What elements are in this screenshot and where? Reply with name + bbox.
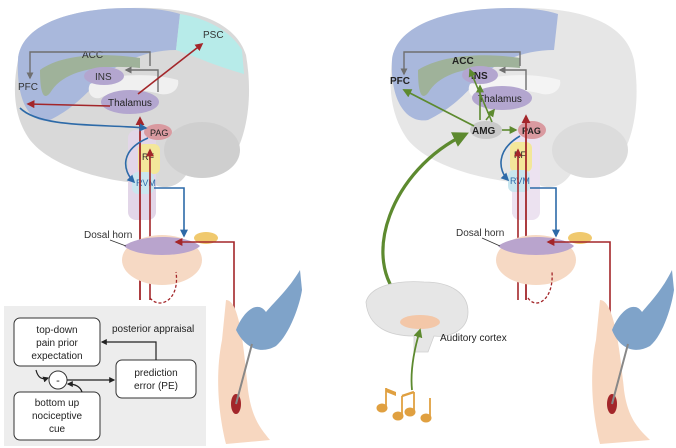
left-label-rf: RF bbox=[142, 152, 154, 162]
bottom-up-node bbox=[13, 391, 101, 441]
left-arrow-to-psc bbox=[137, 43, 204, 95]
left-gloved-hand bbox=[236, 270, 302, 350]
left-label-pag: PAG bbox=[150, 128, 168, 138]
right-arrow-acc-to-pfc bbox=[400, 51, 521, 76]
right-cingulate-band bbox=[418, 55, 520, 96]
left-arrow-pfc-to-pag bbox=[19, 107, 148, 132]
left-dashed-loop bbox=[149, 271, 178, 304]
arrow-prior-to-comparator bbox=[35, 369, 50, 383]
left-arrow-thal-to-ins bbox=[124, 66, 159, 92]
left-arrow-acc-to-pfc bbox=[26, 51, 151, 80]
left-pag-node bbox=[144, 124, 172, 140]
left-label-ins: INS bbox=[95, 72, 112, 83]
posterior-appraisal-label: posterior appraisal bbox=[112, 324, 194, 335]
right-pag-node bbox=[518, 121, 546, 139]
music-notes-icon bbox=[376, 388, 432, 423]
left-arrow-to-pfc bbox=[26, 100, 111, 109]
left-dorsal-horn-leader bbox=[109, 239, 127, 247]
right-dashed-loop bbox=[527, 271, 553, 304]
right-label-pag: PAG bbox=[522, 126, 541, 136]
left-cingulate-band bbox=[40, 55, 140, 96]
right-label-rvm: RVM bbox=[510, 176, 530, 186]
prediction-error-line-1: prediction bbox=[134, 368, 177, 379]
bottom-up-line-2: nociceptive bbox=[32, 411, 82, 422]
left-somatosensory-cortex bbox=[176, 14, 244, 74]
right-label-amg: AMG bbox=[472, 126, 496, 137]
right-label-rf: RF bbox=[514, 150, 526, 160]
left-panel: PSC ACC INS PFC Thalamus PAG RF RVM Dosa… bbox=[14, 7, 302, 444]
right-arrow-thal-to-ins bbox=[498, 66, 527, 90]
right-arrow-amg-to-pfc bbox=[402, 89, 475, 127]
auditory-cortex-region bbox=[400, 315, 440, 329]
left-ins-node bbox=[84, 67, 124, 85]
prediction-error-node bbox=[115, 359, 197, 399]
predictive-model-box: top-down pain prior expectation bottom u… bbox=[4, 306, 206, 446]
right-rvm-region bbox=[508, 170, 530, 192]
right-arrow-amg-to-thal bbox=[485, 108, 495, 121]
prediction-error-line-2: error (PE) bbox=[134, 381, 178, 392]
comparator-symbol: - bbox=[56, 375, 60, 387]
arrow-pe-to-prior bbox=[100, 339, 157, 360]
left-label-psc: PSC bbox=[203, 30, 224, 41]
right-cerebellum bbox=[552, 122, 628, 178]
left-rf-region bbox=[138, 144, 160, 174]
top-down-line-2: pain prior bbox=[36, 338, 78, 349]
right-amg-node bbox=[470, 121, 502, 139]
left-dorsal-root-ganglion bbox=[194, 232, 218, 244]
left-arrow-rvm-to-horn bbox=[154, 187, 188, 238]
right-panel: ACC INS PFC Thalamus AMG PAG RF RVM Dosa… bbox=[365, 7, 674, 444]
right-label-ins: INS bbox=[471, 71, 488, 82]
right-label-auditory-cortex: Auditory cortex bbox=[440, 333, 507, 344]
right-label-acc: ACC bbox=[452, 56, 474, 67]
right-dorsal-root-ganglion bbox=[568, 232, 592, 244]
right-label-pfc: PFC bbox=[390, 76, 410, 87]
left-label-acc: ACC bbox=[82, 50, 103, 61]
top-down-line-3: expectation bbox=[31, 351, 82, 362]
top-down-line-1: top-down bbox=[36, 325, 77, 336]
right-label-dorsal-horn: Dosal horn bbox=[456, 228, 504, 239]
top-down-node bbox=[13, 317, 101, 367]
left-label-rvm: RVM bbox=[136, 178, 156, 188]
left-arrow-pag-to-rvm bbox=[124, 137, 149, 184]
right-dorsal-horn-leader bbox=[481, 237, 501, 247]
right-arrow-auditory-to-amg bbox=[381, 132, 469, 302]
right-arrow-amg-to-acc bbox=[468, 68, 493, 123]
right-gloved-hand bbox=[612, 270, 674, 350]
left-needle bbox=[235, 343, 253, 405]
left-label-thalamus: Thalamus bbox=[108, 98, 152, 109]
right-arrow-pag-to-rvm bbox=[500, 135, 521, 182]
right-thalamus-node bbox=[472, 86, 532, 110]
right-needle bbox=[611, 343, 629, 405]
bottom-up-line-1: bottom up bbox=[35, 398, 80, 409]
left-thalamus-node bbox=[101, 90, 159, 114]
left-label-pfc: PFC bbox=[18, 82, 38, 93]
arrow-cue-to-comparator bbox=[66, 381, 83, 393]
bottom-up-line-3: cue bbox=[49, 424, 66, 435]
left-cerebellum bbox=[164, 122, 240, 178]
right-arrow-rvm-to-horn bbox=[530, 187, 560, 238]
arrow-sound-to-auditory bbox=[410, 328, 423, 391]
right-label-thalamus: Thalamus bbox=[478, 94, 522, 105]
left-label-dorsal-horn: Dosal horn bbox=[84, 230, 132, 241]
left-rvm-region bbox=[132, 172, 154, 194]
